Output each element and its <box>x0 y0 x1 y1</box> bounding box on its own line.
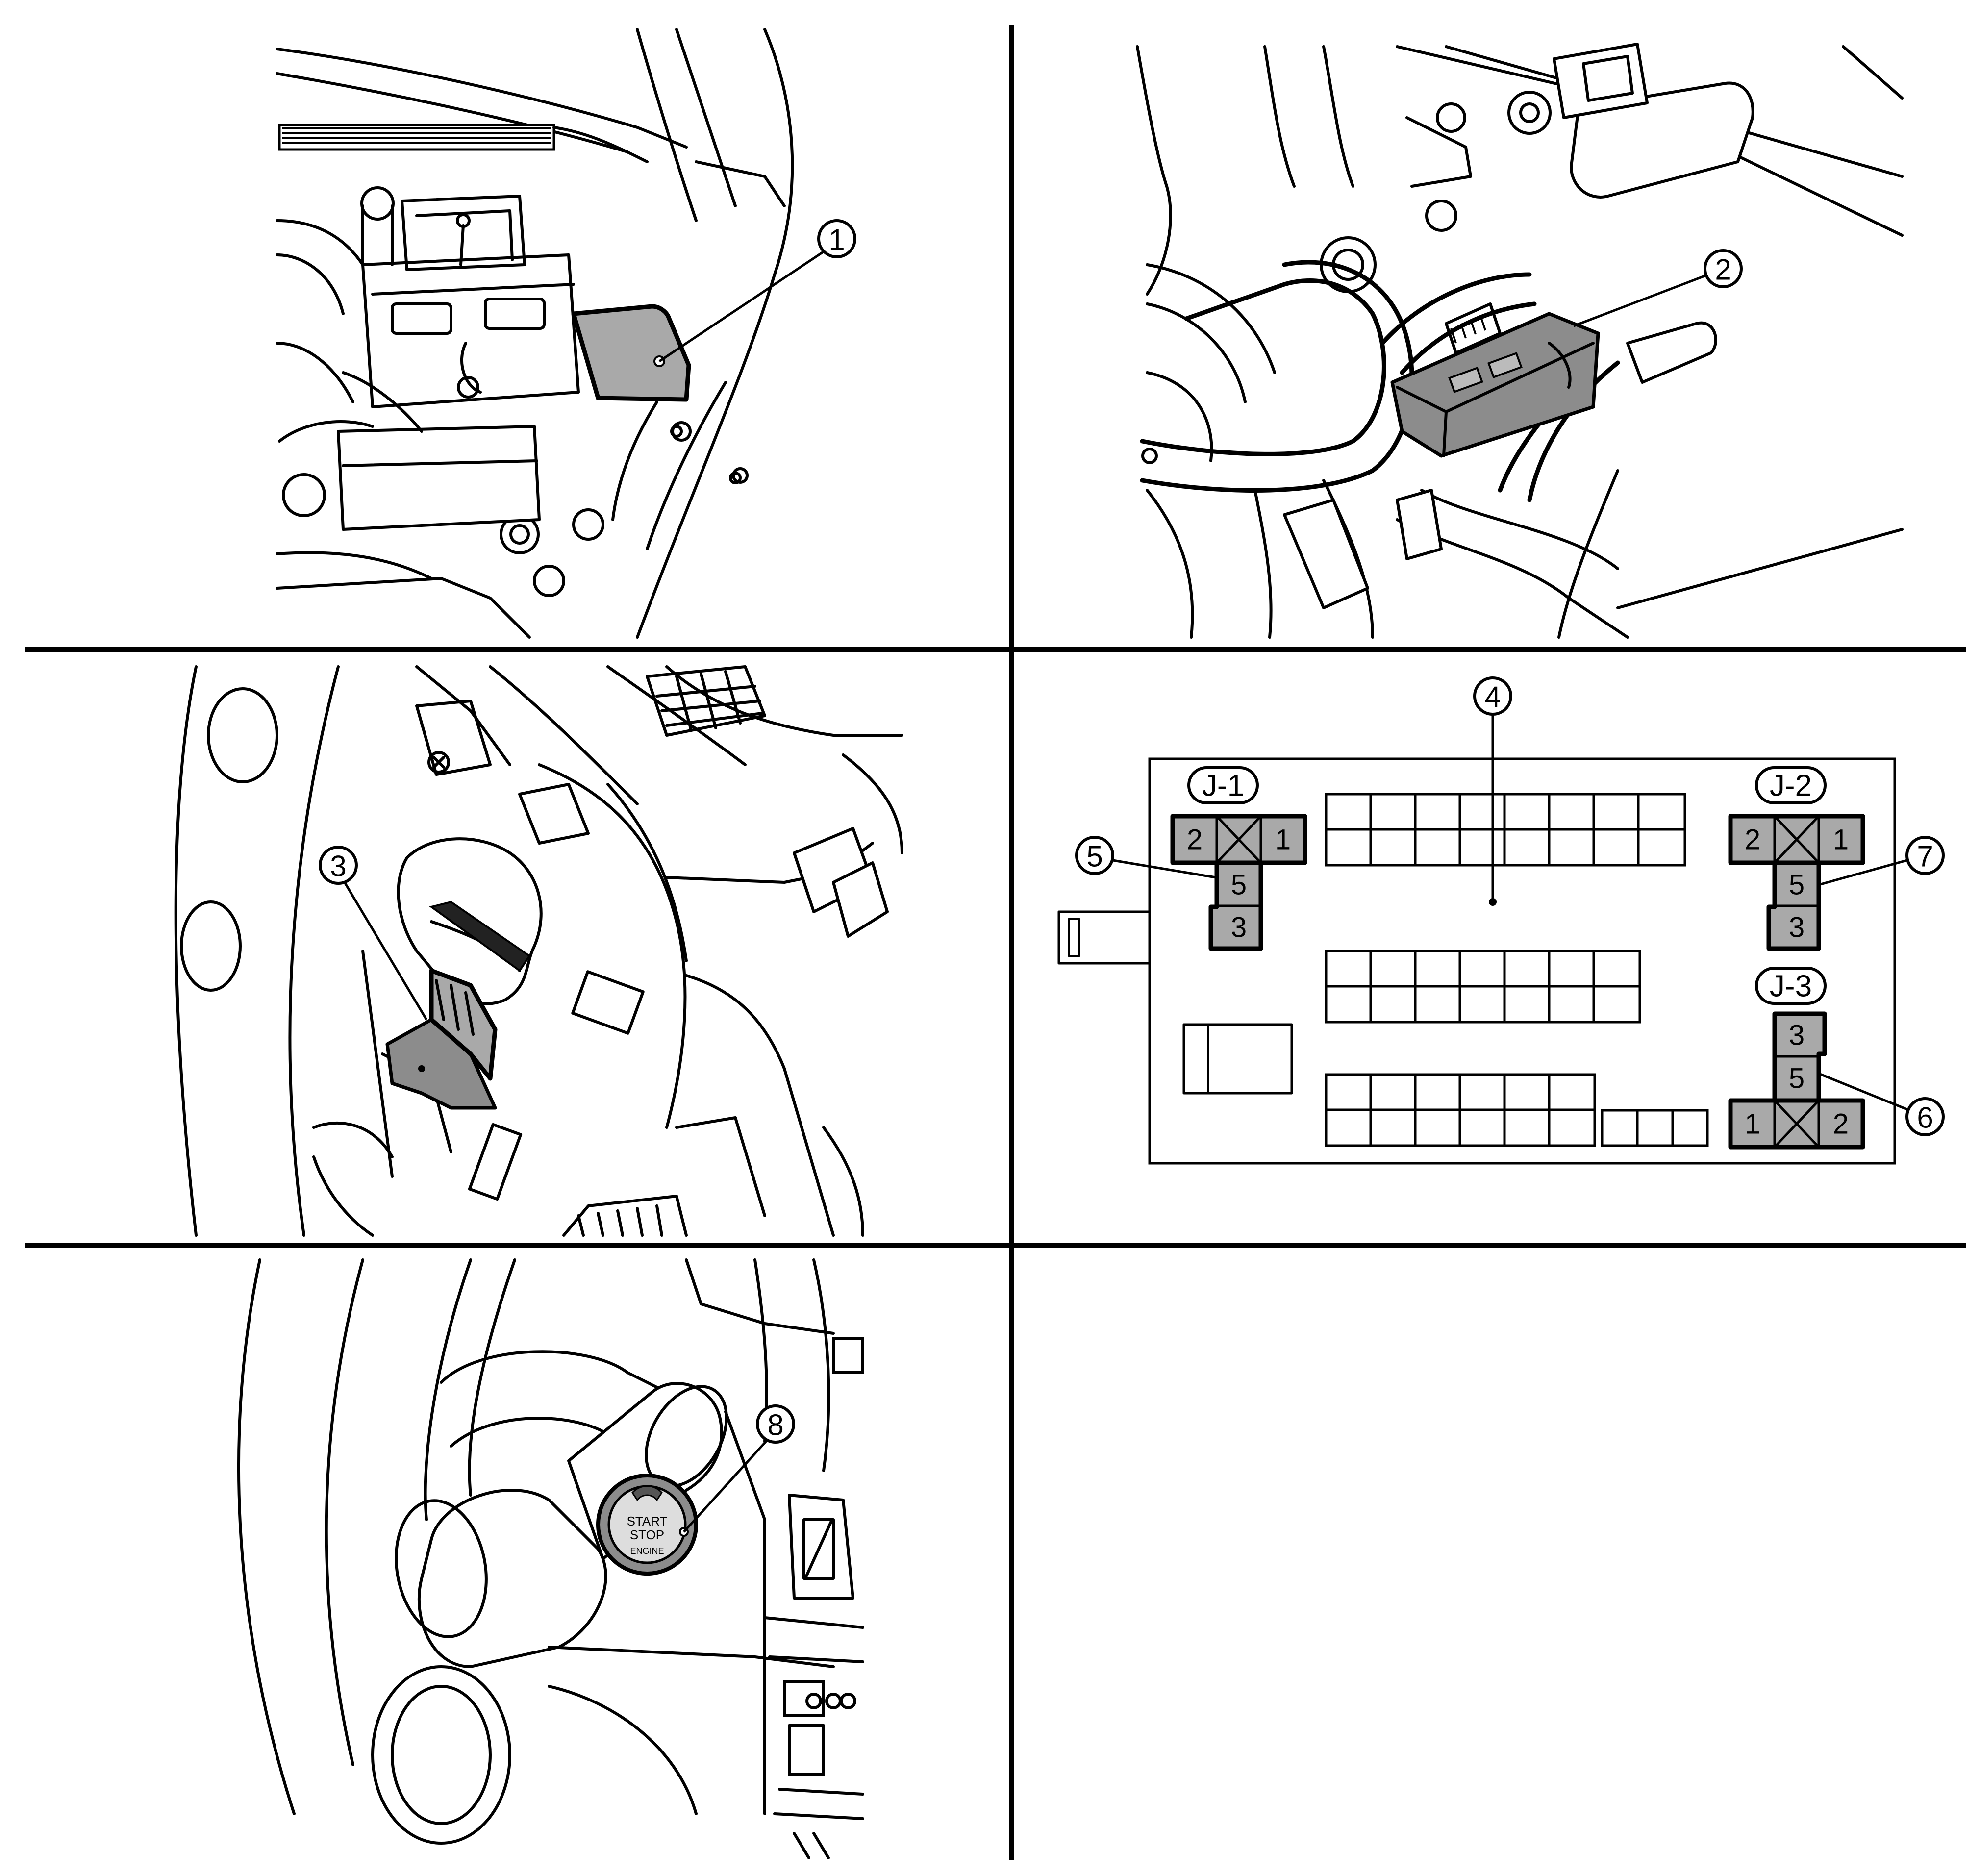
fuse-row-3 <box>1325 1073 1596 1147</box>
svg-text:J-3: J-3 <box>1770 970 1812 1003</box>
svg-text:STOP: STOP <box>630 1527 664 1542</box>
svg-text:ENGINE: ENGINE <box>630 1546 664 1556</box>
svg-text:5: 5 <box>1789 1063 1805 1095</box>
svg-text:2: 2 <box>1833 1108 1849 1140</box>
svg-text:5: 5 <box>1789 869 1805 901</box>
svg-text:J-2: J-2 <box>1770 769 1812 803</box>
fuse-row-2 <box>1325 950 1641 1024</box>
component-3-highlight <box>385 968 498 1110</box>
svg-text:6: 6 <box>1917 1101 1933 1134</box>
fuse-row-small <box>1601 1109 1709 1147</box>
junction-label-j1: J-1 <box>1187 766 1259 804</box>
junction-label-j2: J-2 <box>1755 766 1827 804</box>
svg-text:7: 7 <box>1917 840 1933 873</box>
svg-text:5: 5 <box>1086 840 1103 873</box>
callout-4: 4 <box>1473 676 1512 716</box>
svg-text:3: 3 <box>1789 912 1805 944</box>
svg-text:2: 2 <box>1187 824 1203 856</box>
connector-j1: 2 1 5 3 <box>1170 814 1307 951</box>
svg-text:1: 1 <box>828 224 845 256</box>
panel-push-button: START STOP ENGINE 8 <box>237 1258 864 1859</box>
panel-engine-room: 1 <box>276 28 856 639</box>
svg-text:1: 1 <box>1833 824 1849 856</box>
svg-text:START: START <box>627 1514 668 1528</box>
component-1-highlight <box>571 304 691 402</box>
fuse-row-1 <box>1325 793 1686 867</box>
svg-text:1: 1 <box>1745 1108 1760 1140</box>
svg-text:3: 3 <box>1789 1020 1805 1051</box>
svg-text:2: 2 <box>1745 824 1760 856</box>
panel-control-unit: 2 <box>1136 43 1904 639</box>
panel-dividers <box>25 25 1966 1860</box>
callout-1: 1 <box>817 219 856 258</box>
callout-8: 8 <box>756 1404 795 1444</box>
panel-empty <box>1020 1255 1961 1858</box>
callout-2: 2 <box>1704 249 1743 288</box>
panel-dash-lower: 3 <box>174 665 903 1237</box>
svg-text:5: 5 <box>1231 869 1247 901</box>
svg-text:8: 8 <box>767 1409 783 1442</box>
push-button-start-stop: START STOP ENGINE <box>596 1474 698 1576</box>
connector-j3: 3 5 1 2 <box>1728 1011 1865 1150</box>
connector-j2: 2 1 5 3 <box>1728 814 1865 951</box>
svg-text:3: 3 <box>330 850 346 883</box>
svg-text:1: 1 <box>1275 824 1291 856</box>
callout-7: 7 <box>1905 836 1945 875</box>
svg-text:J-1: J-1 <box>1202 769 1244 803</box>
panel-fuse-block: 4 J-1 2 1 5 3 5 J-2 <box>1057 676 1945 1165</box>
svg-text:2: 2 <box>1715 253 1731 286</box>
air-vent <box>646 665 766 737</box>
svg-text:3: 3 <box>1231 912 1247 944</box>
callout-3: 3 <box>319 846 358 885</box>
junction-label-j3: J-3 <box>1755 967 1827 1005</box>
svg-text:4: 4 <box>1484 681 1501 714</box>
callout-6: 6 <box>1905 1097 1945 1136</box>
callout-5: 5 <box>1075 836 1114 875</box>
